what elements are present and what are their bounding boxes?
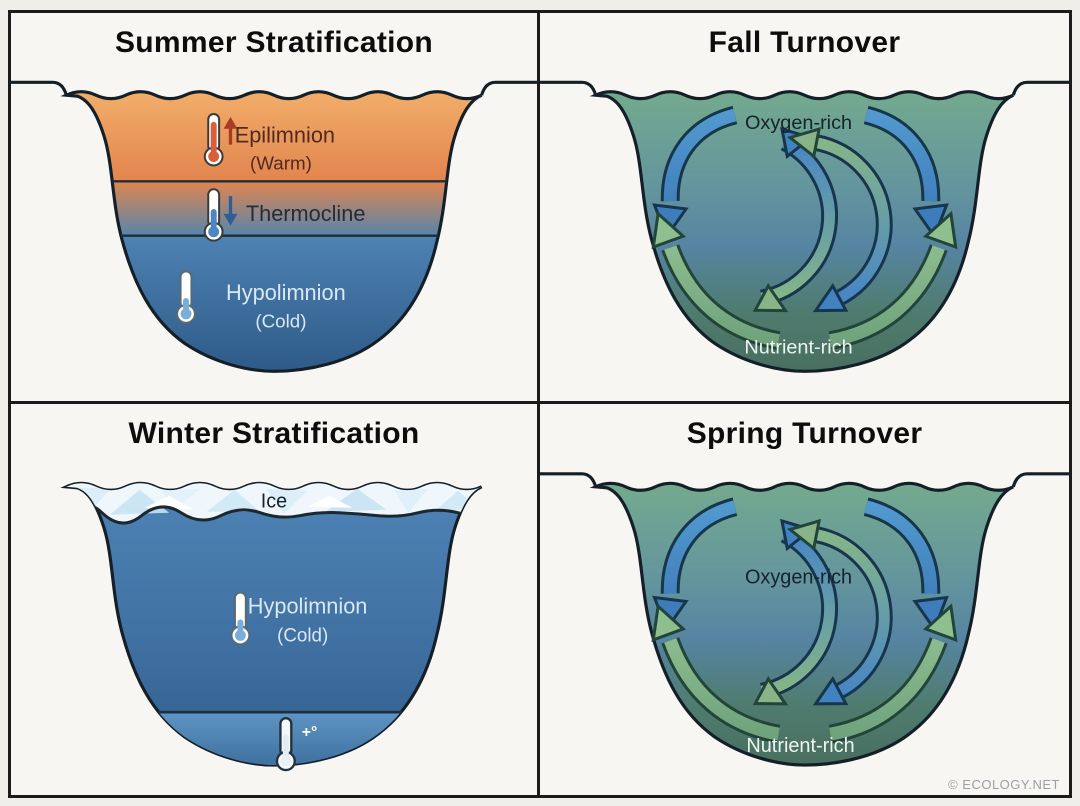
circulation-circle-left-icon	[752, 518, 838, 706]
diagram-frame: Summer Stratification	[8, 10, 1072, 798]
epilimnion-label: Epilimnion	[235, 123, 335, 148]
shoreline-left	[540, 472, 598, 488]
shoreline-left	[540, 80, 598, 96]
thermocline-label: Thermocline	[246, 201, 366, 226]
panel-title: Summer Stratification	[114, 26, 434, 59]
circulation-arrow-rise-right-icon	[828, 603, 958, 744]
winter-lake-illustration: Ice Hypolimnion (Cold) +°	[60, 481, 483, 772]
panel-title: Fall Turnover	[708, 26, 901, 59]
circulation-circle-right-icon	[786, 126, 893, 313]
thermometer-cold-icon	[176, 270, 196, 324]
circulation-arrow-rise-left-icon	[651, 210, 781, 350]
panel-title: Spring Turnover	[686, 417, 923, 450]
summer-lake-body	[60, 90, 483, 373]
panel-summer-stratification: Summer Stratification	[11, 13, 540, 404]
temperature-up-arrow-icon	[223, 116, 238, 145]
bottom-temperature-label: +°	[302, 724, 318, 741]
ice-layer	[66, 483, 482, 525]
thermometer-above-freezing-icon	[275, 716, 296, 772]
thermometer-warm-icon	[203, 112, 238, 167]
panel-fall-turnover: Fall Turnover	[540, 13, 1069, 404]
panel-winter-stratification: Winter Stratification	[11, 404, 540, 795]
nutrient-rich-label: Nutrient-rich	[744, 337, 852, 359]
summer-lake-illustration: Epilimnion (Warm) Thermocline	[11, 80, 537, 373]
circulation-arrow-rise-right-icon	[828, 210, 958, 350]
oxygen-rich-label: Oxygen-rich	[745, 567, 852, 589]
shoreline-right	[480, 80, 537, 96]
shoreline-right	[1011, 80, 1069, 96]
winter-bottom-layer	[90, 712, 458, 766]
spring-lake-illustration: Oxygen-rich Nutrient-rich	[540, 472, 1069, 767]
nutrient-rich-label: Nutrient-rich	[746, 735, 854, 757]
circulation-arrow-sink-right-icon	[863, 497, 949, 633]
circulation-arrow-sink-right-icon	[863, 105, 949, 240]
shoreline-right	[1011, 472, 1069, 488]
panel-title: Winter Stratification	[128, 417, 420, 450]
thermometer-cooling-icon	[203, 188, 238, 242]
ice-label: Ice	[261, 491, 287, 513]
temperature-down-arrow-icon	[223, 196, 238, 226]
oxygen-rich-label: Oxygen-rich	[745, 112, 852, 134]
shoreline-left	[11, 80, 68, 96]
thermometer-cold-icon	[230, 591, 251, 646]
circulation-arrow-rise-left-icon	[651, 603, 781, 744]
epilimnion-sublabel: (Warm)	[250, 152, 312, 173]
hypolimnion-label: Hypolimnion	[226, 280, 346, 305]
fall-lake-illustration: Oxygen-rich Nutrient-rich	[540, 80, 1069, 373]
panel-spring-turnover: Spring Turnover	[540, 404, 1069, 795]
circulation-circle-right-icon	[786, 518, 893, 706]
hypolimnion-sublabel: (Cold)	[255, 311, 306, 332]
hypolimnion-label: Hypolimnion	[248, 593, 368, 618]
copyright-credit: © ECOLOGY.NET	[948, 777, 1060, 792]
hypolimnion-sublabel: (Cold)	[277, 624, 328, 645]
